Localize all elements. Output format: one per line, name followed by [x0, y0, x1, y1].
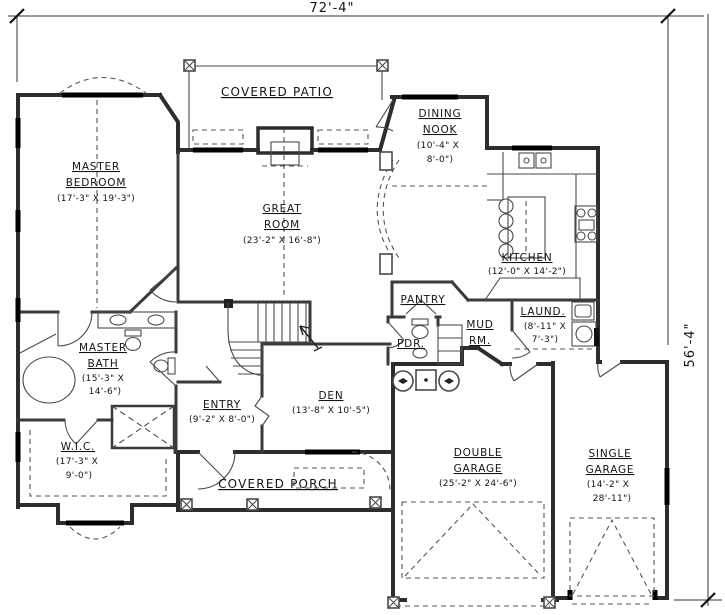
hall-door-swing: [149, 351, 177, 387]
water-softener-icon: [438, 370, 460, 392]
toilet-icon: [124, 329, 142, 352]
vanity-sinks: [97, 311, 177, 329]
post-symbol: [543, 596, 556, 609]
svg-text:GARAGE: GARAGE: [454, 463, 503, 475]
label-great-room: GREAT: [263, 203, 302, 215]
label-pantry: PANTRY: [401, 294, 446, 306]
garage-side-door-swing: [597, 361, 623, 378]
post-symbol: [180, 498, 193, 511]
dims-laundry: (8'-11" X: [524, 322, 566, 332]
pdr-sink-icon: [412, 347, 428, 359]
mud-bench: [437, 324, 463, 365]
label-powder-room: PDR.: [397, 338, 425, 350]
dimension-top: 72'-4": [8, 1, 704, 345]
label-master-bedroom: MASTER: [72, 161, 120, 173]
dims-den: (13'-8" X 10'-5"): [292, 406, 370, 416]
furnace-icon: [415, 369, 437, 391]
label-kitchen: KITCHEN: [501, 252, 552, 264]
dims-double-garage: (25'-2" X 24'-6"): [439, 479, 517, 489]
door-swings: [57, 99, 623, 491]
laundry-appliances: [571, 301, 599, 347]
range-icon: [574, 205, 598, 243]
window-markers: [15, 92, 670, 600]
kitchen-sink-icon: [518, 152, 552, 169]
bedroom-door-swing: [149, 267, 177, 303]
pdr-toilet-icon: [411, 318, 429, 340]
label-single-garage: SINGLE: [588, 448, 631, 460]
patio-boundary: [188, 65, 383, 148]
svg-text:9'-0"): 9'-0"): [66, 471, 93, 481]
svg-text:BEDROOM: BEDROOM: [66, 177, 126, 189]
kitchen-counters: [484, 152, 598, 301]
toilet-icon: [153, 357, 176, 375]
svg-text:NOOK: NOOK: [423, 124, 458, 136]
porch-door-swing: [293, 451, 391, 491]
label-double-garage: DOUBLE: [454, 447, 503, 459]
stair-direction-arrow: [299, 325, 323, 352]
svg-text:14'-6"): 14'-6"): [89, 387, 122, 397]
garage-doors: [396, 501, 655, 607]
dims-entry: (9'-2" X 8'-0"): [189, 415, 255, 425]
label-covered-porch: COVERED PORCH: [218, 477, 338, 491]
water-heater-icon: [392, 370, 414, 392]
label-den: DEN: [319, 390, 344, 402]
bay-window: [69, 526, 121, 540]
arch-columns: [376, 151, 400, 275]
post-symbol: [183, 59, 196, 72]
svg-text:7'-3"): 7'-3"): [532, 335, 559, 345]
overall-width-label: 72'-4": [309, 1, 354, 16]
bow-window: [59, 76, 147, 94]
svg-text:GARAGE: GARAGE: [586, 464, 635, 476]
label-dining-nook: DINING: [419, 108, 462, 120]
kitchen-island: [498, 196, 546, 259]
svg-text:28'-11"): 28'-11"): [593, 494, 632, 504]
label-wic: W.I.C.: [61, 441, 95, 453]
overall-depth-label: 56'-4": [683, 322, 698, 367]
fireplace-icon: [256, 126, 314, 167]
laundry-door-swing: [511, 329, 531, 359]
closet-door-swing: [205, 365, 221, 383]
dims-single-garage: (14'-2" X: [587, 480, 629, 490]
bathtub-icon: [19, 333, 76, 404]
post-symbol: [376, 59, 389, 72]
label-laundry: LAUND.: [520, 306, 565, 318]
label-covered-patio: COVERED PATIO: [221, 85, 333, 99]
dims-kitchen: (12'-0" X 14'-2"): [488, 267, 566, 277]
room-labels: COVERED PATIO MASTER BEDROOM (17'-3" X 1…: [56, 85, 635, 504]
single-garage-door: [569, 517, 655, 605]
patio-door-swing: [375, 99, 394, 132]
dimension-right: 56'-4": [674, 14, 722, 608]
pantry-bifold-door: [405, 299, 437, 315]
mudroom-garage-door-swing: [509, 363, 539, 382]
dims-master-bath: (15'-3" X: [82, 374, 124, 384]
svg-text:BATH: BATH: [87, 358, 118, 370]
wic-door-swing: [64, 419, 99, 445]
post-symbol: [246, 498, 259, 511]
shower-icon: [110, 404, 176, 450]
den-opening-break: [254, 395, 270, 427]
svg-text:ROOM: ROOM: [264, 219, 300, 231]
pdr-door-swing: [387, 321, 405, 349]
front-door-swing: [197, 451, 236, 490]
label-master-bath: MASTER: [79, 342, 127, 354]
dims-master-bedroom: (17'-3" X 19'-3"): [57, 194, 135, 204]
svg-text:8'-0"): 8'-0"): [427, 155, 454, 165]
posts: [180, 59, 556, 609]
bath-door-swing: [57, 311, 93, 347]
double-garage-door: [396, 501, 550, 607]
patio-window-headers: [192, 129, 369, 145]
svg-text:RM.: RM.: [469, 335, 491, 347]
label-entry: ENTRY: [203, 399, 241, 411]
dims-great-room: (23'-2" X 16'-8"): [243, 236, 321, 246]
ceiling-lines: [96, 100, 596, 350]
dims-wic: (17'-3" X: [56, 457, 98, 467]
post-symbol: [369, 496, 382, 509]
label-mud-room: MUD: [466, 319, 493, 331]
stairs: [224, 299, 323, 377]
dims-dining-nook: (10'-4" X: [417, 141, 459, 151]
